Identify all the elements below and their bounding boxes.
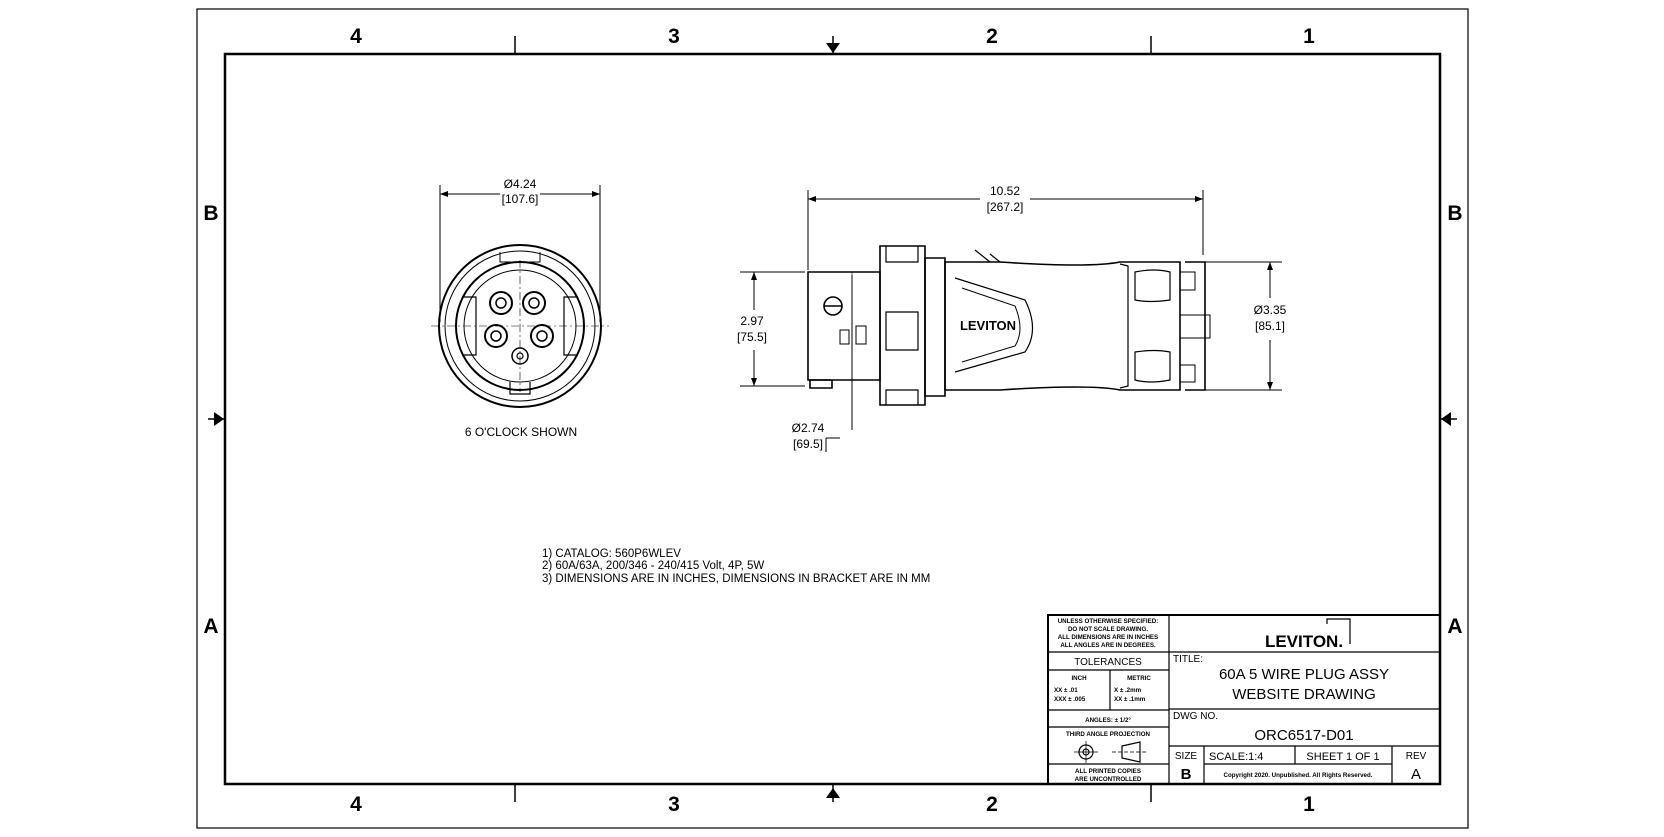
dwg-no-value: ORC6517-D01 [1254, 727, 1353, 744]
title-line-2: WEBSITE DRAWING [1232, 686, 1376, 703]
front-view-caption: 6 O'CLOCK SHOWN [465, 425, 577, 439]
logo-mark [1326, 618, 1351, 644]
unless-line-4: ALL ANGLES ARE IN DEGREES. [1060, 642, 1156, 649]
size-value: B [1181, 766, 1192, 783]
printed-copies-line-2: ARE UNCONTROLLED [1075, 776, 1142, 783]
unless-line-3: ALL DIMENSIONS ARE IN INCHES [1058, 634, 1158, 641]
zone-col-4-bottom: 4 [350, 793, 362, 816]
side-view-arrowheads [751, 196, 1273, 390]
note-2: 2) 60A/63A, 200/346 - 240/415 Volt, 4P, … [542, 560, 764, 572]
inch-row-1: XX ± .01 [1054, 687, 1078, 694]
outer-border [196, 8, 1469, 829]
title-block: UNLESS OTHERWISE SPECIFIED: DO NOT SCALE… [1047, 614, 1441, 785]
height-mm-label: [75.5] [737, 330, 767, 344]
zone-row-a-right: A [1447, 615, 1462, 638]
zone-col-2-bottom: 2 [986, 793, 998, 816]
tolerances-heading: TOLERANCES [1074, 657, 1142, 668]
projection-label: THIRD ANGLE PROJECTION [1066, 731, 1151, 738]
zone-col-2-top: 2 [986, 25, 998, 48]
small-diameter-mm-label: [69.5] [793, 437, 823, 451]
zone-col-1-top: 1 [1303, 25, 1315, 48]
zone-row-b-right: B [1447, 202, 1462, 225]
large-diameter-label: Ø3.35 [1254, 303, 1287, 317]
rev-label: REV [1406, 751, 1427, 762]
zone-row-a-left: A [203, 615, 218, 638]
plug-body-outline [807, 245, 1211, 406]
front-view: Ø4.24 [107.6] 6 O'CLOCK SHOWN [431, 177, 609, 439]
copyright-notice: Copyright 2020. Unpublished. All Rights … [1224, 772, 1373, 779]
projection-symbol [1074, 741, 1148, 763]
angles-tolerance: ANGLES: ± 1/2° [1085, 717, 1131, 724]
size-label: SIZE [1175, 751, 1198, 762]
front-diameter-label: Ø4.24 [504, 177, 537, 191]
centering-arrows [214, 43, 1451, 798]
inch-header: INCH [1071, 675, 1087, 682]
unless-line-1: UNLESS OTHERWISE SPECIFIED: [1058, 618, 1159, 625]
plug-face [431, 244, 609, 408]
inch-row-2: XXX ± .005 [1054, 696, 1086, 703]
plug-pins [484, 291, 554, 365]
body-brand-label: LEVITON [960, 318, 1016, 333]
drawing-notes: 1) CATALOG: 560P6WLEV 2) 60A/63A, 200/34… [542, 548, 930, 585]
certification-marks [839, 325, 867, 345]
sheet-value: SHEET 1 OF 1 [1306, 751, 1379, 763]
rev-value: A [1411, 766, 1421, 783]
front-diameter-mm-label: [107.6] [502, 192, 539, 206]
printed-copies-line-1: ALL PRINTED COPIES [1075, 768, 1141, 775]
title-line-1: 60A 5 WIRE PLUG ASSY [1219, 666, 1389, 683]
title-label: TITLE: [1173, 654, 1203, 665]
note-3: 3) DIMENSIONS ARE IN INCHES, DIMENSIONS … [542, 573, 930, 585]
metric-row-2: XX ± .1mm [1114, 696, 1146, 703]
small-diameter-label: Ø2.74 [792, 421, 825, 435]
zone-row-b-left: B [203, 202, 218, 225]
note-1: 1) CATALOG: 560P6WLEV [542, 548, 681, 560]
length-label: 10.52 [990, 184, 1020, 198]
metric-header: METRIC [1127, 675, 1151, 682]
unless-line-2: DO NOT SCALE DRAWING. [1068, 626, 1148, 633]
dwg-no-label: DWG NO. [1173, 711, 1218, 722]
length-mm-label: [267.2] [987, 200, 1024, 214]
zone-col-1-bottom: 1 [1303, 793, 1315, 816]
scale-value: SCALE:1:4 [1209, 751, 1263, 763]
front-view-dimension [439, 185, 601, 322]
height-label: 2.97 [740, 314, 764, 328]
zone-col-3-bottom: 3 [668, 793, 680, 816]
zone-col-3-top: 3 [668, 25, 680, 48]
metric-row-1: X ± .2mm [1114, 687, 1142, 694]
side-view: 10.52 [267.2] 2.97 [75.5] Ø2.74 [69.5] Ø… [737, 184, 1287, 452]
company-logo: LEVITON. [1265, 632, 1343, 651]
large-diameter-mm-label: [85.1] [1255, 319, 1285, 333]
zone-col-4-top: 4 [350, 25, 362, 48]
